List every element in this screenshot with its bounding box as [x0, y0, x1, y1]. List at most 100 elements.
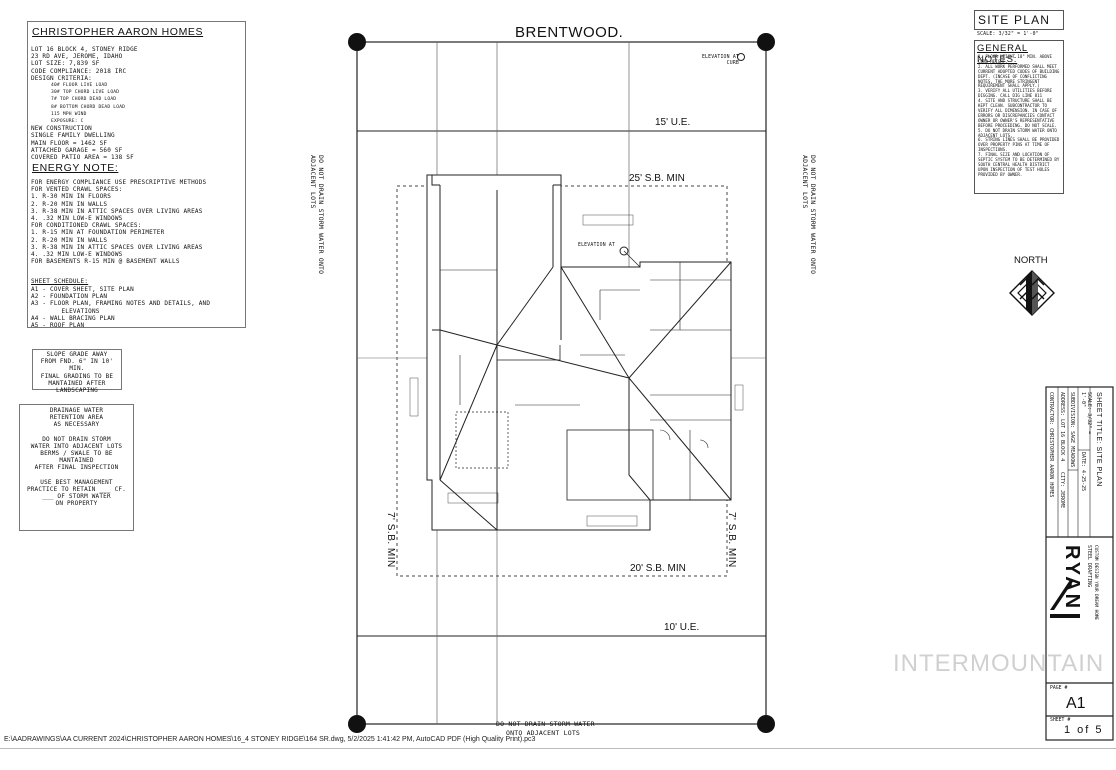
energy-line: 2. R-20 MIN IN WALLS [31, 200, 108, 208]
tb-address: ADDRESS: LOT 16 BLOCK 4 [1059, 392, 1065, 462]
ue-bottom-label: 10' U.E. [664, 622, 700, 633]
slope-grade-note: SLOPE GRADE AWAY FROM FND. 6" IN 10' MIN… [32, 349, 122, 394]
energy-line: 3. R-38 MIN IN ATTIC SPACES OVER LIVING … [31, 243, 203, 251]
energy-line: 3. R-38 MIN IN ATTIC SPACES OVER LIVING … [31, 207, 203, 215]
tb-city: CITY: JEROME [1059, 472, 1065, 509]
pin-bottom-left [348, 715, 366, 733]
general-note: 6. STRING LINES SHALL BE PROVIDED OVER P… [978, 137, 1060, 153]
site-plan-title-box: SITE PLAN [974, 10, 1064, 30]
drainage-line: RETENTION AREA [49, 414, 104, 422]
tb-scale: SCALE: 3/32" = 1'-0" [1080, 392, 1092, 435]
tb-page-number: A1 [1066, 695, 1086, 712]
drainage-line: USE BEST MANAGEMENT [40, 478, 113, 486]
drain-right-label: DO NOT DRAIN STORM WATER ONTO ADJACENT L… [801, 155, 817, 275]
sheet-line: ELEVATIONS [31, 307, 100, 315]
sheet-line: A4 - WALL BRACING PLAN [31, 314, 115, 322]
title-block-frame [1045, 386, 1114, 741]
drainage-line: ___ OF STORM WATER [42, 493, 111, 501]
drain-bottom-label-2: ONTO ADJACENT LOTS [506, 729, 581, 737]
slope-line: FROM FND. 6" IN 10' MIN. [40, 358, 114, 373]
drain-left-label: DO NOT DRAIN STORM WATER ONTO ADJACENT L… [309, 155, 325, 275]
tb-contractor: CONTRACTOR: CHRISTOPHER AARON HOMES [1048, 392, 1054, 498]
slope-line: SLOPE GRADE AWAY [46, 351, 108, 358]
energy-line: 4. .32 MIN LOW-E WINDOWS [31, 251, 123, 259]
general-notes-panel: GENERAL NOTES: 1. FLOOR HEIGHT 18" MIN. … [974, 40, 1064, 194]
info-line: 115 MPH WIND [51, 111, 87, 117]
elevation-curb-label: ELEVATION AT CURB [701, 55, 739, 66]
tb-page-label: PAGE # [1050, 686, 1068, 691]
info-line: EXPOSURE: C [51, 119, 84, 125]
drainage-line: WATER INTO ADJACENT LOTS [30, 442, 123, 450]
energy-line: 2. R-20 MIN IN WALLS [31, 236, 108, 244]
info-line: LOT 16 BLOCK 4, STONEY RIDGE [31, 46, 138, 53]
info-line: ATTACHED GARAGE = 560 SF [31, 146, 123, 154]
firm-logo-icon [1050, 580, 1080, 618]
energy-line: FOR CONDITIONED CRAWL SPACES: [31, 222, 142, 230]
energy-lines: FOR ENERGY COMPLIANCE USE PRESCRIPTIVE M… [31, 179, 206, 265]
file-path: E:\AADRAWINGS\AA CURRENT 2024\CHRISTOPHE… [4, 736, 536, 743]
info-line: 7# TOP CHORD DEAD LOAD [51, 97, 117, 103]
tb-firm-sub: STEEL DRAFTING [1086, 545, 1092, 588]
drainage-note: DRAINAGE WATER RETENTION AREA AS NECESSA… [19, 404, 134, 531]
tb-firm-tag: CUSTOM DESIGN YOUR DREAM HOME [1093, 545, 1098, 621]
drain-bottom-label-1: DO NOT DRAIN STORM WATER [496, 720, 595, 728]
pin-top-left [348, 33, 366, 51]
info-line: 23 RD AVE, JEROME, IDAHO [31, 53, 123, 61]
sb-top-label: 25' S.B. MIN [629, 173, 685, 184]
drainage-line: AS NECESSARY [53, 421, 100, 429]
info-line: 8# BOTTOM CHORD DEAD LOAD [51, 104, 126, 110]
info-line: NEW CONSTRUCTION [31, 125, 92, 133]
info-line: SINGLE FAMILY DWELLING [31, 132, 115, 140]
project-info: LOT 16 BLOCK 4, STONEY RIDGE 23 RD AVE, … [31, 46, 138, 161]
drainage-line: ON PROPERTY [55, 500, 98, 508]
slope-line: MANTAINED AFTER [48, 379, 106, 387]
sb-bottom-label: 20' S.B. MIN [630, 563, 686, 574]
tb-sheet-of: 1 of 5 [1064, 724, 1104, 736]
general-note: 4. SITE AND STRUCTURE SHALL BE KEPT CLEA… [978, 98, 1057, 128]
drainage-line: DO NOT DRAIN STORM [42, 435, 111, 443]
energy-line: 4. .32 MIN LOW-E WINDOWS [31, 215, 123, 223]
energy-line: FOR VENTED CRAWL SPACES: [31, 186, 123, 194]
sb-left-label: 7' S.B. MIN [385, 512, 396, 568]
tb-firm-name: RYAN [1061, 545, 1083, 612]
sheet-line: A3 - FLOOR PLAN, FRAMING NOTES AND DETAI… [31, 300, 211, 308]
tb-sheet-title: SHEET TITLE: SITE PLAN [1095, 392, 1102, 487]
slope-line: FINAL GRADING TO BE [40, 372, 114, 380]
energy-line: FOR BASEMENTS R-15 MIN @ BASEMENT WALLS [31, 258, 180, 266]
general-notes-list: 1. FLOOR HEIGHT 18" MIN. ABOVE CURB HEIG… [978, 54, 1061, 178]
ue-top-label: 15' U.E. [655, 117, 691, 128]
watermark: INTERMOUNTAIN [893, 650, 1105, 677]
pin-top-right [757, 33, 775, 51]
info-line: MAIN FLOOR = 1462 SF [31, 139, 108, 147]
property-pins [348, 33, 775, 733]
property-line [356, 41, 767, 725]
drainage-line: AFTER FINAL INSPECTION [34, 464, 119, 472]
drainage-line: DRAINAGE WATER [49, 407, 104, 414]
energy-title: ENERGY NOTE: [32, 162, 119, 174]
energy-line: 1. R-15 MIN AT FOUNDATION PERIMETER [31, 229, 165, 237]
sheet-line: A2 - FOUNDATION PLAN [31, 293, 108, 301]
north-arrow-icon [1009, 270, 1055, 316]
tb-subdivision: SUBDIVISION: SAGE MEADOWS [1069, 392, 1075, 468]
house-footprint [426, 174, 732, 531]
info-line: COVERED PATIO AREA = 138 SF [31, 154, 134, 162]
sheet-schedule: A1 - COVER SHEET, SITE PLAN A2 - FOUNDAT… [31, 286, 210, 329]
sheet-line: A1 - COVER SHEET, SITE PLAN [31, 286, 134, 293]
drainage-line: PRACTICE TO RETAIN ___ CF. [26, 485, 127, 493]
general-note: 3. VERIFY ALL UTILITIES BEFORE DIGGING. … [978, 88, 1052, 99]
energy-line: 1. R-30 MIN IN FLOORS [31, 193, 112, 201]
info-line: LOT SIZE: 7,839 SF [31, 60, 100, 68]
tb-date: DATE: 4-25-25 [1080, 452, 1086, 492]
site-plan-title: SITE PLAN [978, 13, 1051, 27]
general-note: 1. FLOOR HEIGHT 18" MIN. ABOVE CURB HEIG… [978, 54, 1052, 64]
general-note: 5. DO NOT DRAIN STORM WATER ONTO ADJACEN… [978, 127, 1057, 138]
project-title: CHRISTOPHER AARON HOMES [32, 26, 204, 38]
sheet-schedule-title: SHEET SCHEDULE: [31, 278, 89, 285]
project-notes-panel: CHRISTOPHER AARON HOMES LOT 16 BLOCK 4, … [27, 21, 246, 329]
energy-line: FOR ENERGY COMPLIANCE USE PRESCRIPTIVE M… [31, 179, 207, 186]
info-line: 40# FLOOR LIVE LOAD [51, 83, 108, 89]
slope-line: LANDSCAPING [56, 387, 98, 395]
drainage-line: BERMS / SWALE TO BE [40, 450, 113, 458]
